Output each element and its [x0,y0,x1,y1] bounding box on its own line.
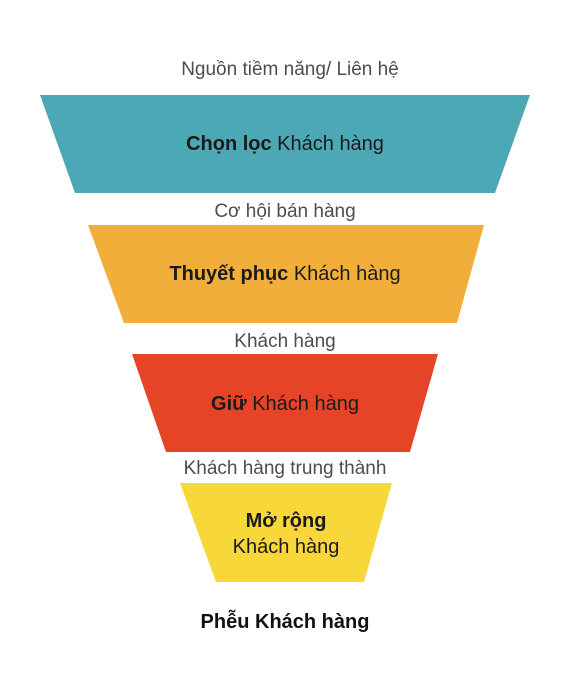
funnel-stage-1-label: Chọn lọc Khách hàng [186,133,384,155]
between-label-3: Khách hàng trung thành [184,458,387,479]
stage-1-rest: Khách hàng [277,133,384,155]
between-label-2: Khách hàng [234,331,335,352]
top-label: Nguồn tiềm năng/ Liên hệ [181,59,399,80]
funnel-stage-4-bold: Mở rộng [246,510,327,532]
stage-3-bold: Giữ [211,393,247,415]
funnel-stage-4-rest: Khách hàng [233,536,340,558]
stage-2-rest: Khách hàng [294,263,401,285]
funnel-stage-2-label: Thuyết phục Khách hàng [169,263,400,285]
stage-1-bold: Chọn lọc [186,133,272,155]
funnel-stage-3 [132,354,438,452]
funnel-stage-1 [40,95,530,193]
funnel-title: Phễu Khách hàng [201,609,370,633]
between-label-1: Cơ hội bán hàng [214,201,355,222]
stage-2-bold: Thuyết phục [169,263,288,285]
funnel-stage-2 [88,225,484,323]
funnel-stage-4 [180,483,392,582]
stage-3-rest: Khách hàng [252,393,359,415]
funnel-stage-3-label: Giữ Khách hàng [211,393,359,415]
